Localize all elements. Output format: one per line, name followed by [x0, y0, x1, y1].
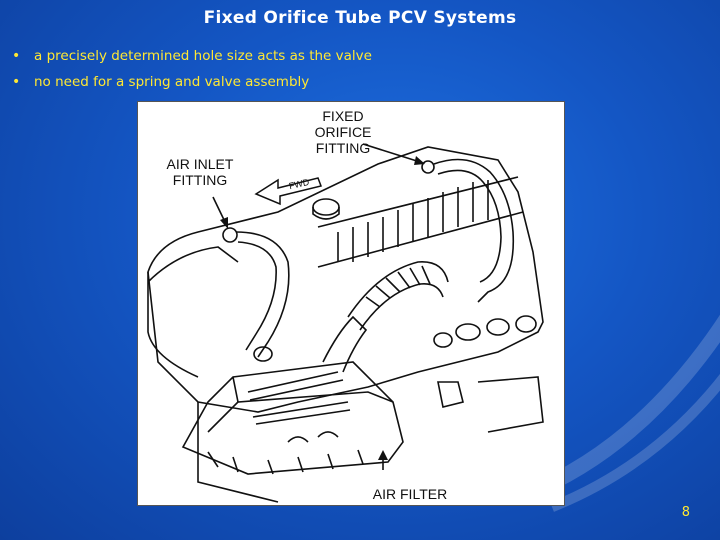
fixed-orifice-fitting-label: FIXED ORIFICE FITTING	[314, 108, 372, 156]
bullet-text: a precisely determined hole size acts as…	[34, 48, 372, 64]
page-number: 8	[681, 505, 690, 520]
engine-drawing	[147, 143, 544, 503]
bullet-item: • a precisely determined hole size acts a…	[12, 46, 372, 72]
bullet-list: • a precisely determined hole size acts a…	[12, 46, 372, 98]
bullet-dot-icon: •	[12, 74, 21, 90]
engine-diagram: FIXED ORIFICE FITTING AIR INLET FITTING …	[137, 101, 565, 506]
air-inlet-fitting-label: AIR INLET FITTING	[166, 156, 234, 188]
slide-title: Fixed Orifice Tube PCV Systems	[203, 8, 517, 28]
bullet-text: no need for a spring and valve assembly	[34, 74, 310, 90]
bullet-item: • no need for a spring and valve assembly	[12, 72, 372, 98]
air-filter-label: AIR FILTER	[372, 486, 448, 502]
bullet-dot-icon: •	[12, 48, 21, 64]
